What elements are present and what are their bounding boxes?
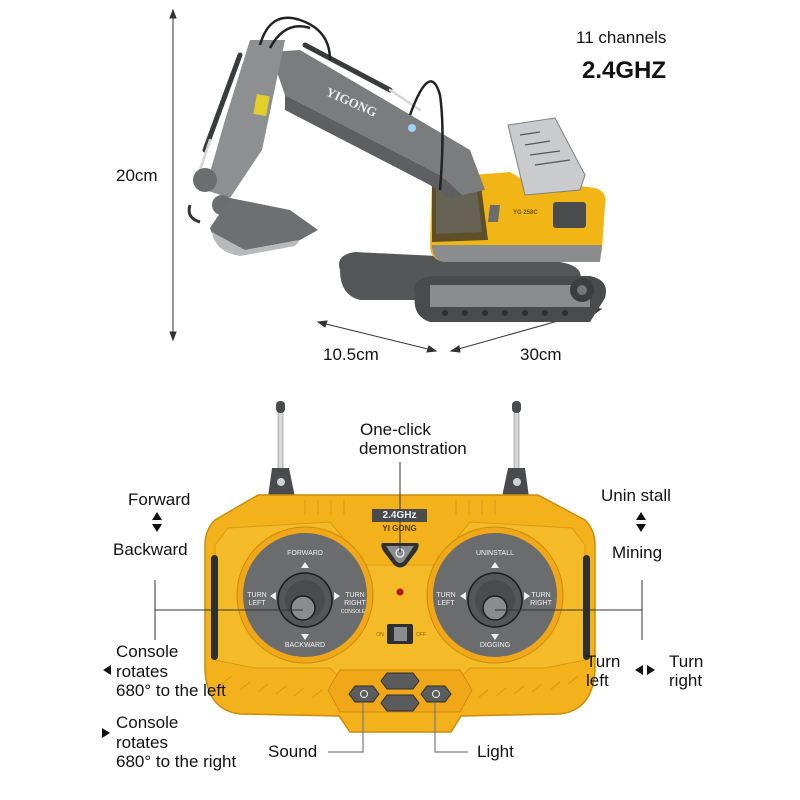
power-led-indicator [396, 588, 404, 596]
left-stick-left-label: TURN LEFT [247, 592, 267, 607]
switch-off-label: OFF [416, 632, 426, 638]
right-stick-left-label: TURN LEFT [436, 592, 456, 607]
forward-callout: Forward [128, 490, 191, 509]
light-callout: Light [477, 742, 514, 761]
sound-button[interactable] [349, 686, 379, 702]
console-right-line3: 680° to the right [116, 752, 237, 771]
model-text: YG 258C [513, 210, 538, 216]
frequency-label: 2.4GHZ [582, 57, 667, 84]
power-switch[interactable] [387, 624, 413, 644]
right-joystick[interactable] [468, 573, 522, 627]
badge-brand: YI GONG [382, 524, 417, 533]
right-stick-up-label: UNINSTALL [476, 550, 514, 557]
center-bottom-button[interactable] [381, 695, 419, 711]
left-stick-up-label: FORWARD [287, 550, 323, 557]
left-stick-down-label: BACKWARD [284, 642, 326, 649]
left-stick-right-label: TURN RIGHT [344, 592, 366, 607]
left-stick-right-sub-label: CONSOLE [340, 609, 366, 615]
turn-left-line1: Turn [586, 652, 621, 671]
light-button[interactable] [421, 686, 451, 702]
right-stick-right-label: TURN RIGHT [530, 592, 552, 607]
height-dimension-label: 20cm [116, 166, 158, 185]
badge-frequency: 2.4GHz [382, 510, 417, 521]
left-joystick[interactable] [278, 573, 332, 627]
turn-right-line1: Turn [669, 652, 704, 671]
width-dimension-label: 10.5cm [323, 345, 379, 364]
turn-right-line2: right [669, 671, 703, 690]
channels-label: 11 channels [576, 28, 667, 47]
console-left-line1: Console [116, 642, 179, 661]
console-right-line2: rotates [116, 733, 168, 752]
sound-callout: Sound [268, 742, 318, 761]
backward-callout: Backward [113, 540, 188, 559]
turn-left-line2: left [586, 671, 609, 690]
center-top-button[interactable] [381, 673, 419, 689]
switch-on-label: ON [376, 632, 384, 638]
right-stick-down-label: DIGGING [479, 642, 511, 649]
uninstall-callout: Unin stall [601, 486, 671, 505]
demo-callout-line2: demonstration [359, 439, 467, 458]
console-right-line1: Console [116, 713, 179, 732]
mining-callout: Mining [612, 543, 663, 562]
demo-button[interactable] [382, 543, 418, 569]
excavator-illustration: YG 258C YIGONG [169, 8, 606, 353]
length-dimension-label: 30cm [520, 345, 562, 364]
console-left-line3: 680° to the left [116, 681, 226, 700]
demo-callout-line1: One-click [360, 420, 431, 439]
console-left-line2: rotates [116, 662, 168, 681]
